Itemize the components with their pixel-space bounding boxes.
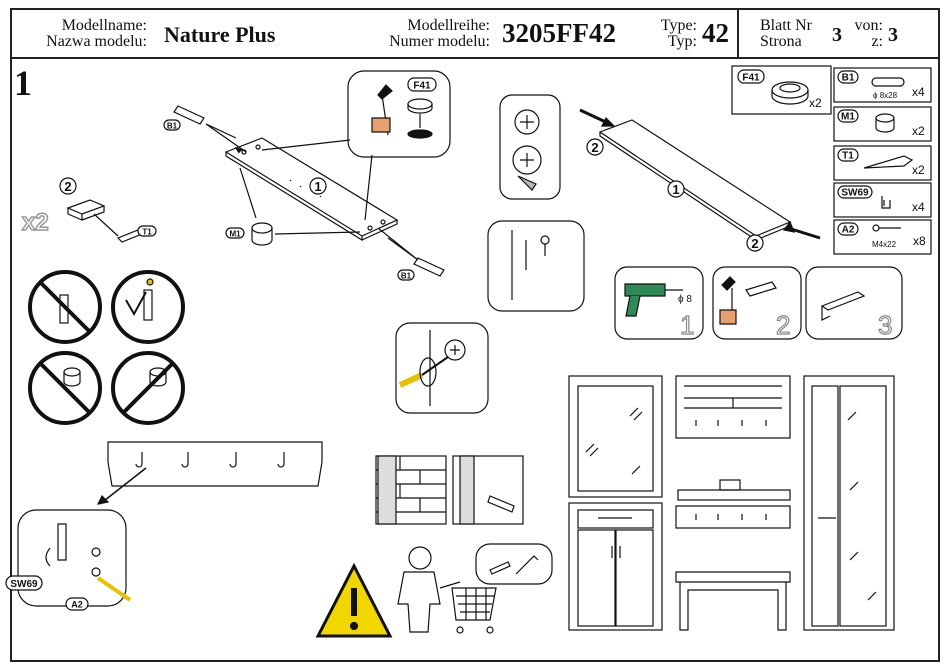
wrong-sign-2: [28, 351, 102, 425]
model-name-label-de: Modellname:: [61, 17, 147, 34]
step-marker-2: 2: [591, 140, 598, 155]
step-number: 1: [14, 63, 32, 103]
sw69-callout: SW69: [10, 579, 38, 590]
drill-size: ϕ 8: [678, 294, 692, 305]
a2-callout: A2: [71, 600, 83, 610]
step-marker-2: 2: [751, 236, 758, 251]
wall-mount-detail: [487, 220, 585, 312]
sideboard: [568, 502, 663, 631]
coat-rack: [96, 441, 323, 505]
hallway-rack: [675, 479, 791, 529]
hammer-step: 2: [712, 266, 802, 341]
shelf-unit: [675, 375, 791, 439]
shopping-cart: [451, 587, 497, 634]
part-sw69: SW69 x4: [833, 182, 932, 218]
tool-steps: ϕ 8 1 2 3: [614, 266, 903, 341]
part-count: x2: [912, 163, 925, 177]
board-assembly: B1 B1 M1 1: [163, 105, 445, 281]
series-label-de: Modellreihe:: [407, 17, 490, 34]
dowel-b1-top: B1: [163, 105, 205, 131]
of-label-pl: z:: [871, 33, 883, 50]
prohibition-signs: [28, 270, 185, 425]
hammer-f41-detail: F41: [261, 70, 451, 221]
b1-callout: B1: [401, 272, 412, 281]
part-code: T1: [842, 151, 854, 162]
right-board-assembly: 2 2 1: [579, 108, 821, 252]
part-count: x4: [912, 85, 925, 99]
wrong-sign-3: [111, 351, 185, 425]
type-labels: Type: Typ:: [642, 18, 697, 50]
correct-sign-1: [111, 270, 185, 344]
type-number: 42: [702, 18, 729, 48]
screwdriver-detail: [395, 322, 489, 414]
title-block: Modellname: Nazwa modelu: Nature Plus Mo…: [12, 10, 938, 59]
part-spec: M4x22: [872, 240, 897, 249]
tool-step-number: 2: [776, 310, 790, 340]
step-marker-1: 1: [672, 182, 679, 197]
screw-position-detail: [499, 94, 561, 200]
cam-m1: M1: [225, 222, 273, 246]
sheet-number: 3: [832, 24, 842, 46]
tall-wardrobe: [803, 375, 895, 631]
part-count: x8: [913, 234, 926, 248]
warning-sign: [315, 562, 393, 638]
part-count: x4: [912, 200, 925, 214]
header-divider: [737, 10, 739, 57]
series-label-pl: Numer modelu:: [389, 33, 490, 50]
drill-step: ϕ 8 1: [614, 266, 704, 341]
type-label-de: Type:: [660, 17, 697, 34]
tool-step-number: 3: [878, 310, 892, 340]
screw-step: 3: [805, 266, 903, 341]
part-code: A2: [842, 225, 855, 236]
part-t1: T1 x2: [833, 145, 932, 181]
type-label-pl: Typ:: [667, 33, 697, 50]
tool-t1-detail: 2 x2 T1: [21, 177, 157, 243]
part-code: M1: [841, 112, 855, 123]
t1-callout: T1: [142, 228, 152, 237]
m1-callout: M1: [229, 230, 241, 239]
f41-callout: F41: [413, 81, 431, 92]
part-count: x2: [809, 96, 822, 110]
total-sheets: 3: [888, 24, 898, 46]
part-code: SW69: [841, 188, 869, 199]
mirror-panel: [568, 375, 663, 498]
part-spec: ϕ 8x28: [873, 91, 898, 100]
part-code: F41: [742, 73, 760, 84]
accessory-bubble: [475, 543, 553, 585]
part-b1: B1 ϕ 8x28 x4: [833, 67, 932, 103]
step-marker-1: 1: [314, 179, 321, 194]
of-labels: von: z:: [848, 18, 883, 50]
part-f41: F41 x2: [731, 65, 832, 115]
b1-callout: B1: [167, 122, 178, 131]
step-marker-2: 2: [64, 179, 71, 194]
model-name-labels: Modellname: Nazwa modelu:: [32, 18, 147, 50]
tool-step-number: 1: [680, 310, 694, 340]
part-count: x2: [912, 124, 925, 138]
sheet-label-de: Blatt Nr: [760, 17, 812, 34]
part-a2: A2 M4x22 x8: [833, 219, 932, 255]
furniture-set: [568, 375, 895, 631]
dowel-b1-bottom: B1: [397, 257, 445, 281]
wrong-sign-1: [28, 270, 102, 344]
series-number: 3205FF42: [502, 18, 616, 48]
wall-types: [375, 455, 524, 525]
worker-figure: [397, 546, 461, 633]
sheet-labels: Blatt Nr Strona: [760, 18, 830, 50]
model-name: Nature Plus: [164, 22, 276, 47]
bench: [675, 571, 791, 631]
instruction-sheet: Modellname: Nazwa modelu: Nature Plus Mo…: [10, 8, 940, 662]
part-m1: M1 x2: [833, 106, 932, 142]
sheet-label-pl: Strona: [760, 33, 802, 50]
quantity-x2: x2: [22, 209, 49, 236]
model-name-label-pl: Nazwa modelu:: [46, 33, 147, 50]
parts-list: F41 x2 B1 ϕ 8x28 x4 M1 x2 T1 x2: [731, 65, 932, 255]
part-code: B1: [842, 73, 855, 84]
hook-detail: SW69 A2: [5, 509, 132, 611]
of-label-de: von:: [854, 17, 883, 34]
series-labels: Modellreihe: Numer modelu:: [372, 18, 490, 50]
